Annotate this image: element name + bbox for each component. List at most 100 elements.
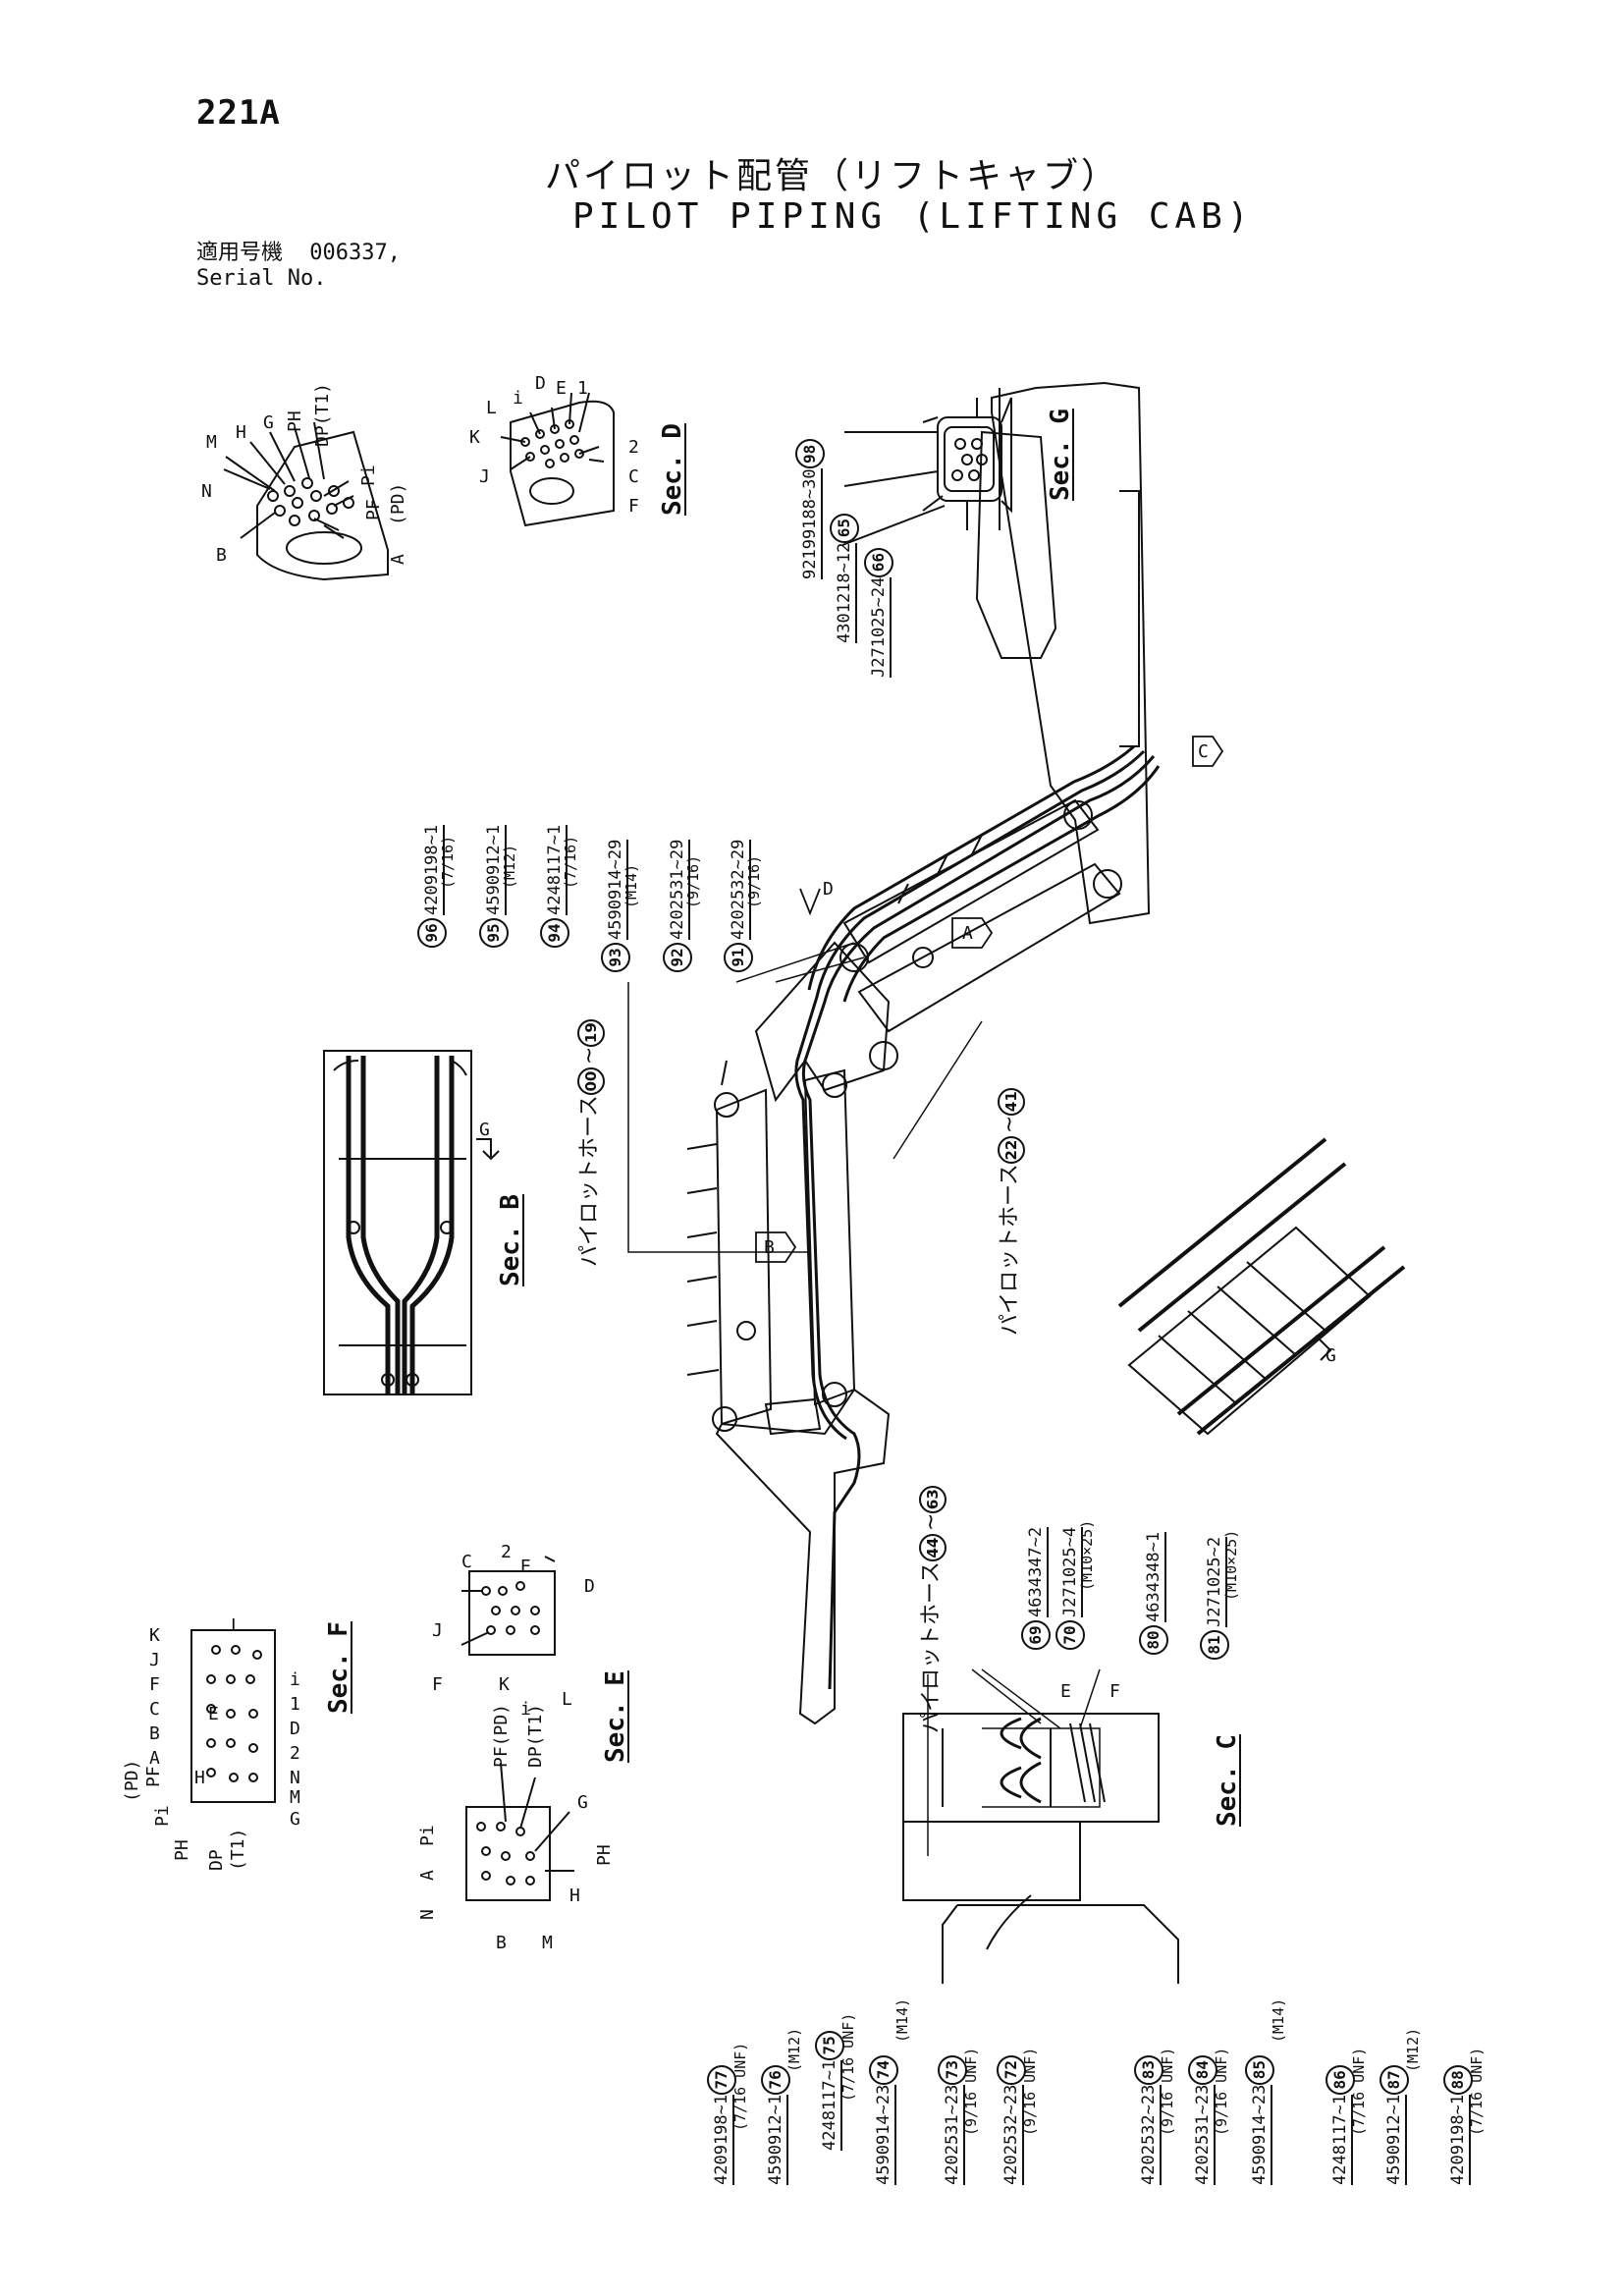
sec-e-plate	[460, 1556, 556, 1656]
d-pin-k: K	[469, 427, 480, 448]
f-pin-t1: (T1)	[228, 1828, 248, 1871]
pin-ph: PH	[285, 410, 305, 432]
boom-assembly	[686, 381, 1151, 1725]
sec-g-title: Sec. G	[1046, 409, 1075, 501]
title-japanese: パイロット配管（リフトキャブ）	[545, 156, 1120, 196]
f-pin-b: B	[149, 1723, 160, 1744]
d-pin-j: J	[479, 466, 490, 487]
pin-m: M	[206, 432, 217, 453]
view-marker-a: A	[962, 923, 973, 944]
pin-n: N	[201, 481, 212, 502]
f-pin-m: M	[290, 1787, 300, 1808]
f-pin-pd: (PD)	[122, 1759, 142, 1802]
sec-d-title: Sec. D	[658, 423, 687, 516]
callout-88-note: (7/16 UNF)	[1468, 2047, 1486, 2136]
e-pin-j: J	[432, 1620, 443, 1641]
sec-b-title: Sec. B	[496, 1194, 525, 1286]
f-pin-dp: DP	[206, 1849, 227, 1871]
f-pin-k: K	[149, 1625, 160, 1646]
callout-75-note: (7/16 UNF)	[839, 2012, 857, 2102]
pin-pf: PF	[363, 499, 384, 520]
lower-pin-ph: PH	[594, 1844, 615, 1866]
callout-87: 4590912~187	[1380, 2062, 1409, 2185]
lower-pin-h: H	[569, 1886, 580, 1906]
lower-pin-b: B	[496, 1933, 507, 1953]
callout-76: 4590912~176	[761, 2062, 790, 2185]
lower-pin-n: N	[417, 1909, 438, 1920]
lower-connector-plate	[465, 1762, 574, 1901]
f-pin-pi: Pi	[152, 1805, 173, 1827]
sec-c-marker-e: E	[1060, 1681, 1071, 1702]
pin-pd: (PD)	[388, 482, 408, 525]
sec-c-marker-f: F	[1109, 1681, 1120, 1702]
f-pin-l: L	[231, 1615, 242, 1636]
page-number: 221A	[196, 93, 281, 133]
sec-g-part-98: 92199188~3098	[795, 436, 825, 579]
detail-d-plate	[500, 392, 615, 527]
f-pin-pf: PF	[143, 1766, 164, 1787]
e-pin-i: i	[520, 1699, 531, 1720]
callout-84-note: (9/16 UNF)	[1213, 2047, 1230, 2136]
pin-dp: DP(T1)	[312, 382, 333, 447]
f-pin-2: 2	[290, 1743, 300, 1764]
serial-label-en: Serial No.	[196, 266, 327, 291]
callout-95-note: (M12)	[501, 844, 518, 889]
callout-94-note: (7/16)	[562, 835, 579, 889]
f-pin-j: J	[149, 1650, 160, 1670]
view-marker-b: B	[764, 1237, 775, 1258]
detail-a-plate	[223, 421, 389, 581]
f-pin-e: E	[208, 1704, 219, 1724]
sec-g-part-65: 4301218~1265	[830, 511, 859, 643]
sec-f-title: Sec. F	[324, 1621, 353, 1714]
callout-96-note: (7/16)	[439, 835, 457, 889]
callout-77-note: (7/16 UNF)	[731, 2042, 749, 2131]
sec-c-detail	[902, 1713, 1179, 1984]
callout-70-note: (M10×25)	[1078, 1519, 1096, 1591]
e-pin-f: F	[432, 1674, 443, 1695]
callout-86-note: (7/16 UNF)	[1350, 2047, 1368, 2136]
d-pin-f: F	[628, 496, 639, 517]
lower-pin-g: G	[577, 1792, 588, 1813]
callout-80: 804634348~1	[1139, 1531, 1168, 1655]
sec-c-title: Sec. C	[1213, 1734, 1242, 1827]
d-pin-c: C	[628, 466, 639, 487]
d-pin-d: D	[535, 373, 546, 394]
lower-pin-m: M	[542, 1933, 553, 1953]
callout-87-note: (M12)	[1404, 2027, 1422, 2072]
callout-83-note: (9/16 UNF)	[1159, 2047, 1176, 2136]
pin-b: B	[216, 545, 227, 566]
sec-g-part-66: J271025~2466	[864, 545, 893, 678]
leader-lines	[627, 942, 1101, 1856]
callout-73-note: (9/16 UNF)	[962, 2047, 980, 2136]
callout-93-note: (M14)	[622, 863, 640, 908]
callout-85-note: (M14)	[1270, 1997, 1287, 2043]
d-pin-1: 1	[577, 378, 588, 399]
lower-pin-pi: Pi	[417, 1825, 438, 1846]
view-arrows	[755, 736, 1224, 1263]
f-pin-n: N	[290, 1768, 300, 1788]
f-pin-f: F	[149, 1674, 160, 1695]
view-marker-c: C	[1198, 741, 1209, 762]
lower-pin-pf-pd: PF(PD)	[491, 1703, 512, 1768]
pilot-hose-label-22-41: パイロットホース22~41	[992, 1085, 1025, 1336]
lower-pin-dp-t1: DP(T1)	[525, 1703, 546, 1768]
sec-f-plate	[190, 1629, 276, 1803]
f-pin-1: 1	[290, 1694, 300, 1715]
callout-91-note: (9/16)	[745, 854, 763, 908]
callout-76-note: (M12)	[785, 2027, 803, 2072]
callout-72-note: (9/16 UNF)	[1021, 2047, 1039, 2136]
f-pin-i: i	[290, 1669, 300, 1690]
serial-value: 006337,	[309, 241, 401, 265]
pin-h: H	[236, 422, 246, 443]
d-pin-e: E	[556, 378, 567, 399]
sec-g-connector	[841, 388, 1012, 546]
pilot-hose-label-00-19: パイロットホース00~19	[571, 1016, 605, 1267]
serial-block: 適用号機 006337, Serial No.	[196, 241, 401, 292]
e-pin-d: D	[584, 1576, 595, 1597]
pilot-hose-bundle	[794, 744, 1161, 1690]
f-pin-a: A	[149, 1748, 160, 1769]
title-english: PILOT PIPING (LIFTING CAB)	[572, 196, 1254, 237]
e-pin-e: E	[520, 1557, 531, 1577]
sec-e-title: Sec. E	[601, 1670, 630, 1763]
f-pin-g: G	[290, 1809, 300, 1830]
